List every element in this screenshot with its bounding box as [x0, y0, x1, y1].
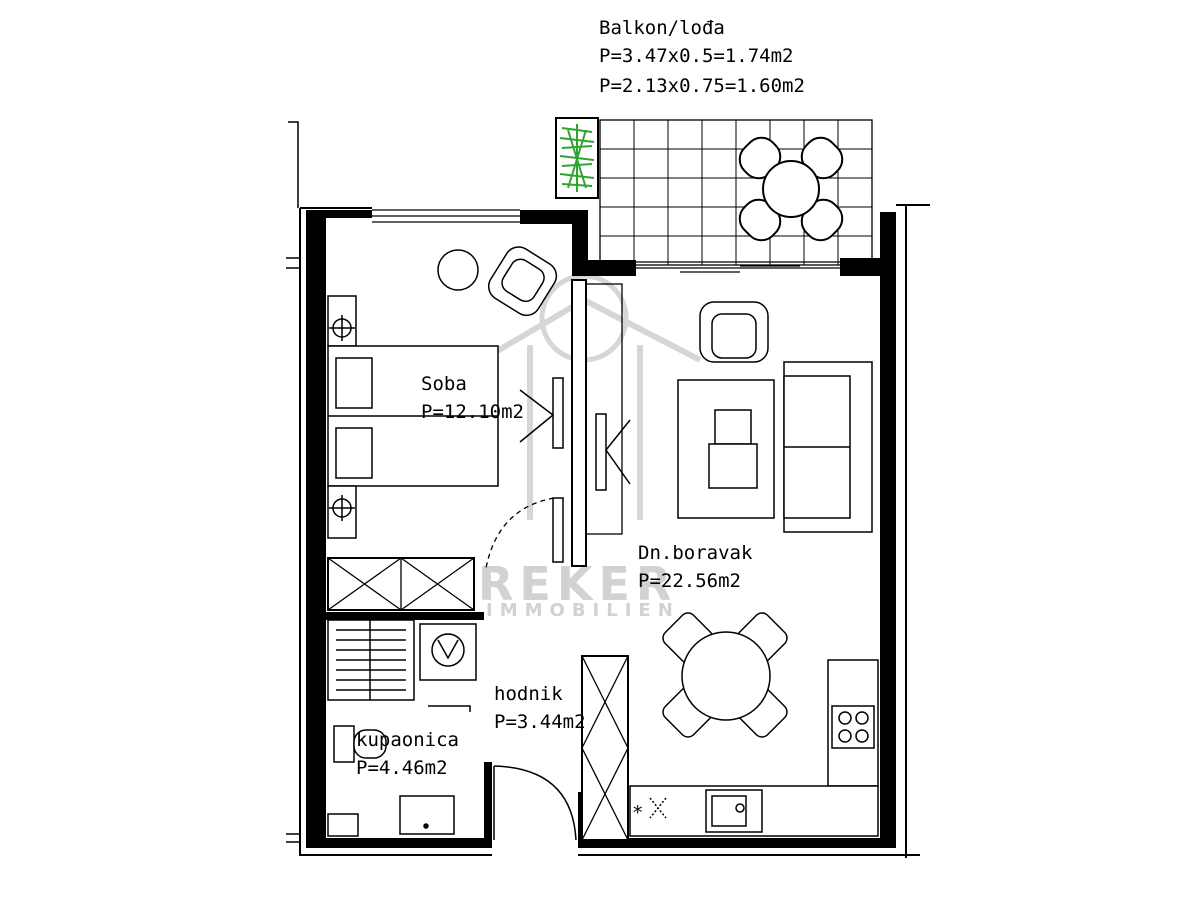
bath-shelf	[327, 813, 359, 837]
living-armchair	[699, 301, 769, 363]
wall-right-outline	[896, 204, 930, 858]
bedroom-armchair	[487, 246, 558, 317]
wall-partition-top	[572, 210, 636, 276]
bedroom-label: Soba P=12.10m2	[421, 373, 524, 423]
hallway-label: hodnik P=3.44m2	[494, 683, 586, 733]
radiator	[327, 619, 415, 701]
walls	[299, 204, 930, 858]
bathroom-name: kupaonica	[356, 729, 459, 751]
sofa	[783, 361, 873, 533]
living-name: Dn.boravak	[638, 542, 753, 564]
bathroom-fixtures	[327, 619, 477, 837]
coffee-table-base	[708, 443, 758, 489]
bedroom-window	[372, 209, 520, 223]
wall-left	[306, 210, 372, 848]
toilet	[333, 725, 387, 763]
hallway-name: hodnik	[494, 683, 563, 705]
wall-top-left	[520, 210, 572, 224]
wall-bath-right	[484, 762, 492, 846]
wall-left-outline	[299, 207, 492, 856]
bedroom-name: Soba	[421, 373, 467, 395]
coffee-table-top	[714, 409, 752, 445]
plant-box	[555, 117, 599, 199]
balcony-table-set	[738, 136, 844, 242]
living-label: Dn.boravak P=22.56m2	[638, 542, 753, 592]
kitchen-counter	[629, 659, 879, 837]
living-furniture	[629, 301, 879, 837]
bedroom-door-swing	[485, 497, 555, 569]
dining-set	[662, 612, 788, 738]
living-window	[636, 261, 840, 273]
wall-right	[840, 212, 896, 848]
context-lines	[286, 121, 300, 843]
bedroom-table	[437, 249, 479, 291]
bath-door-swing	[428, 705, 471, 712]
partition-panel	[585, 283, 623, 535]
living-area: P=22.56m2	[638, 570, 741, 592]
bedroom-furniture	[327, 246, 631, 563]
bathroom-area: P=4.46m2	[356, 757, 448, 779]
wall-bed-bath	[326, 612, 484, 620]
star-symbol: *	[632, 802, 643, 824]
balcony-area-2: P=2.13x0.75=1.60m2	[599, 75, 805, 97]
hall-cabinet	[581, 655, 629, 841]
bedroom-area: P=12.10m2	[421, 401, 524, 423]
balcony-area-1: P=3.47x0.5=1.74m2	[599, 45, 793, 67]
balcony-floor	[555, 117, 873, 266]
pillow-top	[335, 357, 373, 409]
wall-bottom	[326, 838, 880, 848]
entrance-door	[493, 765, 577, 841]
watermark-line-2: IMMOBILIEN	[486, 600, 680, 621]
balcony-label: Balkon/lođa P=3.47x0.5=1.74m2 P=2.13x0.7…	[599, 17, 805, 97]
hallway-area: P=3.44m2	[494, 711, 586, 733]
balcony-title: Balkon/lođa	[599, 17, 725, 39]
bathroom-label: kupaonica P=4.46m2	[356, 729, 459, 779]
pillow-bottom	[335, 427, 373, 479]
partition-column	[571, 279, 587, 567]
rug	[677, 379, 775, 519]
